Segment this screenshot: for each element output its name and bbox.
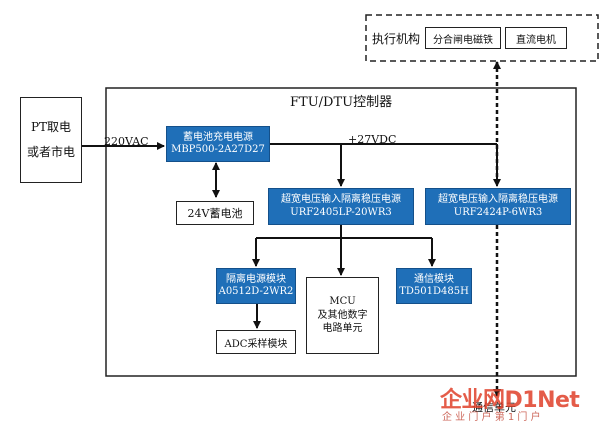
mcu-line2: 及其他数字: [317, 309, 368, 321]
charger-module: 蓄电池充电电源 MBP500-2A27D27: [166, 126, 270, 162]
pt-source-box: PT取电 或者市电: [20, 97, 82, 183]
charger-line1: 蓄电池充电电源: [183, 131, 253, 143]
actuator-dashed-frame: [365, 14, 599, 62]
regulator-right: 超宽电压输入隔离稳压电源 URF2424P-6WR3: [425, 188, 571, 225]
charger-line2: MBP500-2A27D27: [171, 144, 265, 155]
comm-module-line2: TD501D485H: [399, 286, 469, 297]
pt-source-line1: PT取电: [30, 119, 72, 134]
iso-power-module: 隔离电源模块 A0512D-2WR2: [216, 268, 296, 304]
controller-title: FTU/DTU控制器: [290, 95, 393, 110]
battery-box: 24V蓄电池: [176, 201, 254, 225]
regulator-left: 超宽电压输入隔离稳压电源 URF2405LP-20WR3: [268, 188, 414, 225]
controller-frame: [105, 87, 577, 377]
dc-bus-label: +27VDC: [348, 133, 397, 146]
pt-source-line2: 或者市电: [26, 145, 75, 159]
regulator-left-line1: 超宽电压输入隔离稳压电源: [281, 194, 401, 205]
iso-power-line2: A0512D-2WR2: [218, 286, 294, 297]
iso-power-line1: 隔离电源模块: [226, 273, 286, 285]
mcu-line1: MCU: [329, 296, 356, 308]
mcu-box: MCU 及其他数字 电路单元: [306, 277, 379, 354]
comm-module: 通信模块 TD501D485H: [396, 268, 472, 304]
comm-unit-label: 通信单元: [472, 401, 516, 414]
watermark-logo: 企业网D1Net: [440, 388, 580, 413]
actuator-item-solenoid: 分合闸电磁铁: [425, 27, 501, 49]
actuator-title: 执行机构: [372, 32, 421, 46]
adc-box: ADC采样模块: [216, 330, 296, 354]
actuator-item-dc-motor: 直流电机: [505, 27, 567, 49]
regulator-left-line2: URF2405LP-20WR3: [290, 206, 392, 218]
mcu-line3: 电路单元: [322, 323, 363, 335]
regulator-right-line2: URF2424P-6WR3: [453, 206, 543, 218]
watermark-subtitle: 企 业 门 户 第 1 门 户: [442, 412, 541, 423]
comm-module-line1: 通信模块: [414, 273, 454, 285]
ac-input-label: 220VAC: [104, 135, 149, 148]
regulator-right-line1: 超宽电压输入隔离稳压电源: [438, 194, 558, 205]
